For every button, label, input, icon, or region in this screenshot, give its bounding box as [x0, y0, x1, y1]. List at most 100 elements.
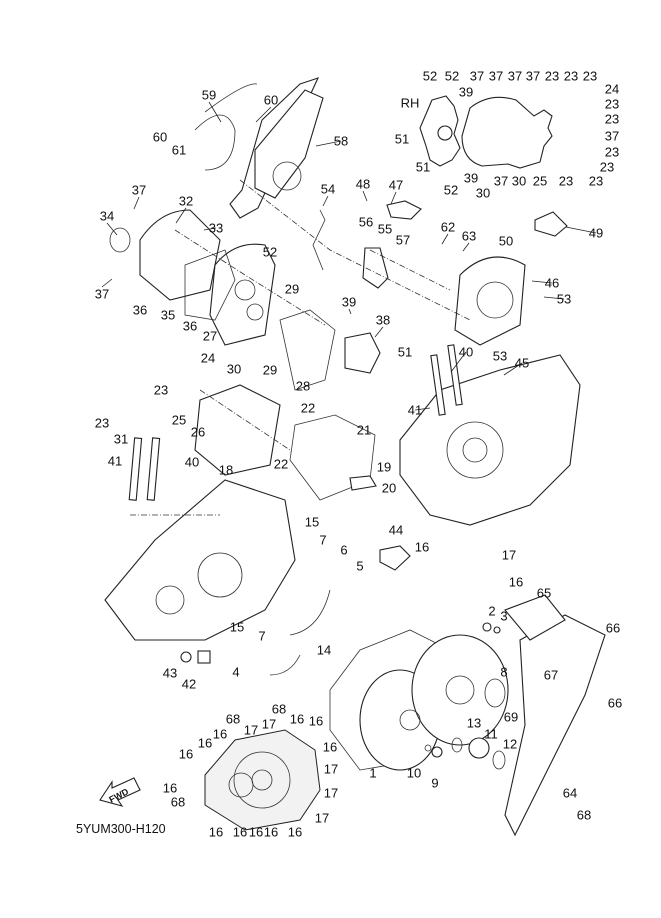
part-number-label: 16	[308, 713, 324, 729]
part-number-label: 23	[588, 173, 604, 189]
part-number-label: 16	[508, 574, 524, 590]
part-number-label: 17	[323, 785, 339, 801]
part-number-label: 15	[229, 619, 245, 635]
part-number-label: 60	[263, 92, 279, 108]
part-number-label: 37	[604, 128, 620, 144]
rh-inset-label: RH	[400, 95, 420, 111]
part-number-label: 37	[131, 182, 147, 198]
part-number-label: 68	[170, 794, 186, 810]
part-number-label: 15	[304, 514, 320, 530]
part-number-label: 13	[466, 715, 482, 731]
part-number-label: 9	[431, 775, 439, 791]
part-number-label: 17	[323, 761, 339, 777]
part-number-label: 53	[492, 348, 508, 364]
part-number-label: 1	[369, 765, 377, 781]
part-number-label: 16	[287, 824, 303, 840]
part-number-label: 35	[160, 307, 176, 323]
part-number-label: 23	[599, 159, 615, 175]
part-number-label: 21	[356, 422, 372, 438]
part-number-label: 12	[502, 736, 518, 752]
part-number-label: 39	[341, 294, 357, 310]
part-number-label: 51	[394, 131, 410, 147]
part-number-label: 39	[458, 84, 474, 100]
part-number-label: 17	[314, 810, 330, 826]
part-number-label: 4	[232, 664, 240, 680]
part-number-label: 30	[226, 361, 242, 377]
part-number-label: 18	[218, 462, 234, 478]
part-number-label: 43	[162, 665, 178, 681]
part-number-label: 30	[511, 173, 527, 189]
rh-inset-cover	[419, 95, 553, 169]
part-number-label: 40	[184, 454, 200, 470]
part-number-label: 36	[182, 318, 198, 334]
part-number-label: 52	[443, 182, 459, 198]
part-number-label: 41	[407, 402, 423, 418]
part-number-label: 37	[507, 68, 523, 84]
part-number-label: 45	[514, 355, 530, 371]
part-number-label: 16	[232, 824, 248, 840]
part-number-label: 66	[607, 695, 623, 711]
part-number-label: 65	[536, 585, 552, 601]
part-number-label: 8	[500, 664, 508, 680]
part-number-label: 16	[263, 824, 279, 840]
part-number-label: 61	[171, 142, 187, 158]
part-number-label: 68	[271, 701, 287, 717]
part-number-label: 22	[273, 456, 289, 472]
part-number-label: 37	[94, 286, 110, 302]
part-number-label: 41	[107, 453, 123, 469]
part-number-label: 23	[604, 96, 620, 112]
part-number-label: 53	[556, 291, 572, 307]
part-number-label: 25	[532, 173, 548, 189]
part-number-label: 51	[397, 344, 413, 360]
part-number-label: 28	[295, 378, 311, 394]
part-number-label: 23	[544, 68, 560, 84]
part-number-label: 69	[503, 709, 519, 725]
part-number-label: 23	[604, 111, 620, 127]
part-number-label: 46	[544, 275, 560, 291]
part-number-label: 51	[415, 159, 431, 175]
part-number-label: 37	[525, 68, 541, 84]
part-number-label: 16	[212, 726, 228, 742]
part-number-label: 68	[225, 711, 241, 727]
part-number-label: 52	[262, 244, 278, 260]
part-number-label: 64	[562, 785, 578, 801]
part-number-label: 17	[501, 547, 517, 563]
cover-detail-view	[204, 729, 321, 831]
fwd-arrow-icon	[99, 777, 141, 807]
crankcase-right	[399, 354, 581, 526]
part-number-label: 42	[181, 676, 197, 692]
part-number-label: 16	[162, 780, 178, 796]
part-number-label: 30	[475, 185, 491, 201]
part-number-label: 31	[113, 431, 129, 447]
part-number-label: 63	[461, 228, 477, 244]
part-number-label: 58	[333, 133, 349, 149]
part-number-label: 17	[261, 716, 277, 732]
part-number-label: 16	[248, 824, 264, 840]
part-number-label: 16	[197, 735, 213, 751]
part-number-label: 23	[153, 382, 169, 398]
cover-46	[454, 256, 526, 346]
part-number-label: 6	[340, 542, 348, 558]
part-number-label: 17	[243, 722, 259, 738]
part-number-label: 40	[458, 344, 474, 360]
part-number-label: 38	[375, 312, 391, 328]
diagram-code: 5YUM300-H120	[76, 822, 166, 836]
part-number-label: 37	[488, 68, 504, 84]
part-number-label: 7	[258, 628, 266, 644]
part-number-label: 49	[588, 225, 604, 241]
part-number-label: 23	[582, 68, 598, 84]
part-number-label: 23	[604, 144, 620, 160]
part-number-label: 68	[576, 807, 592, 823]
part-number-label: 24	[200, 350, 216, 366]
part-number-label: 37	[469, 68, 485, 84]
part-number-label: 59	[201, 87, 217, 103]
part-number-label: 23	[94, 415, 110, 431]
part-number-label: 52	[444, 68, 460, 84]
part-number-label: 19	[376, 459, 392, 475]
part-number-label: 22	[300, 400, 316, 416]
part-number-label: 29	[284, 281, 300, 297]
part-number-label: 3	[500, 608, 508, 624]
cover-27	[209, 243, 276, 346]
part-number-label: 66	[605, 620, 621, 636]
